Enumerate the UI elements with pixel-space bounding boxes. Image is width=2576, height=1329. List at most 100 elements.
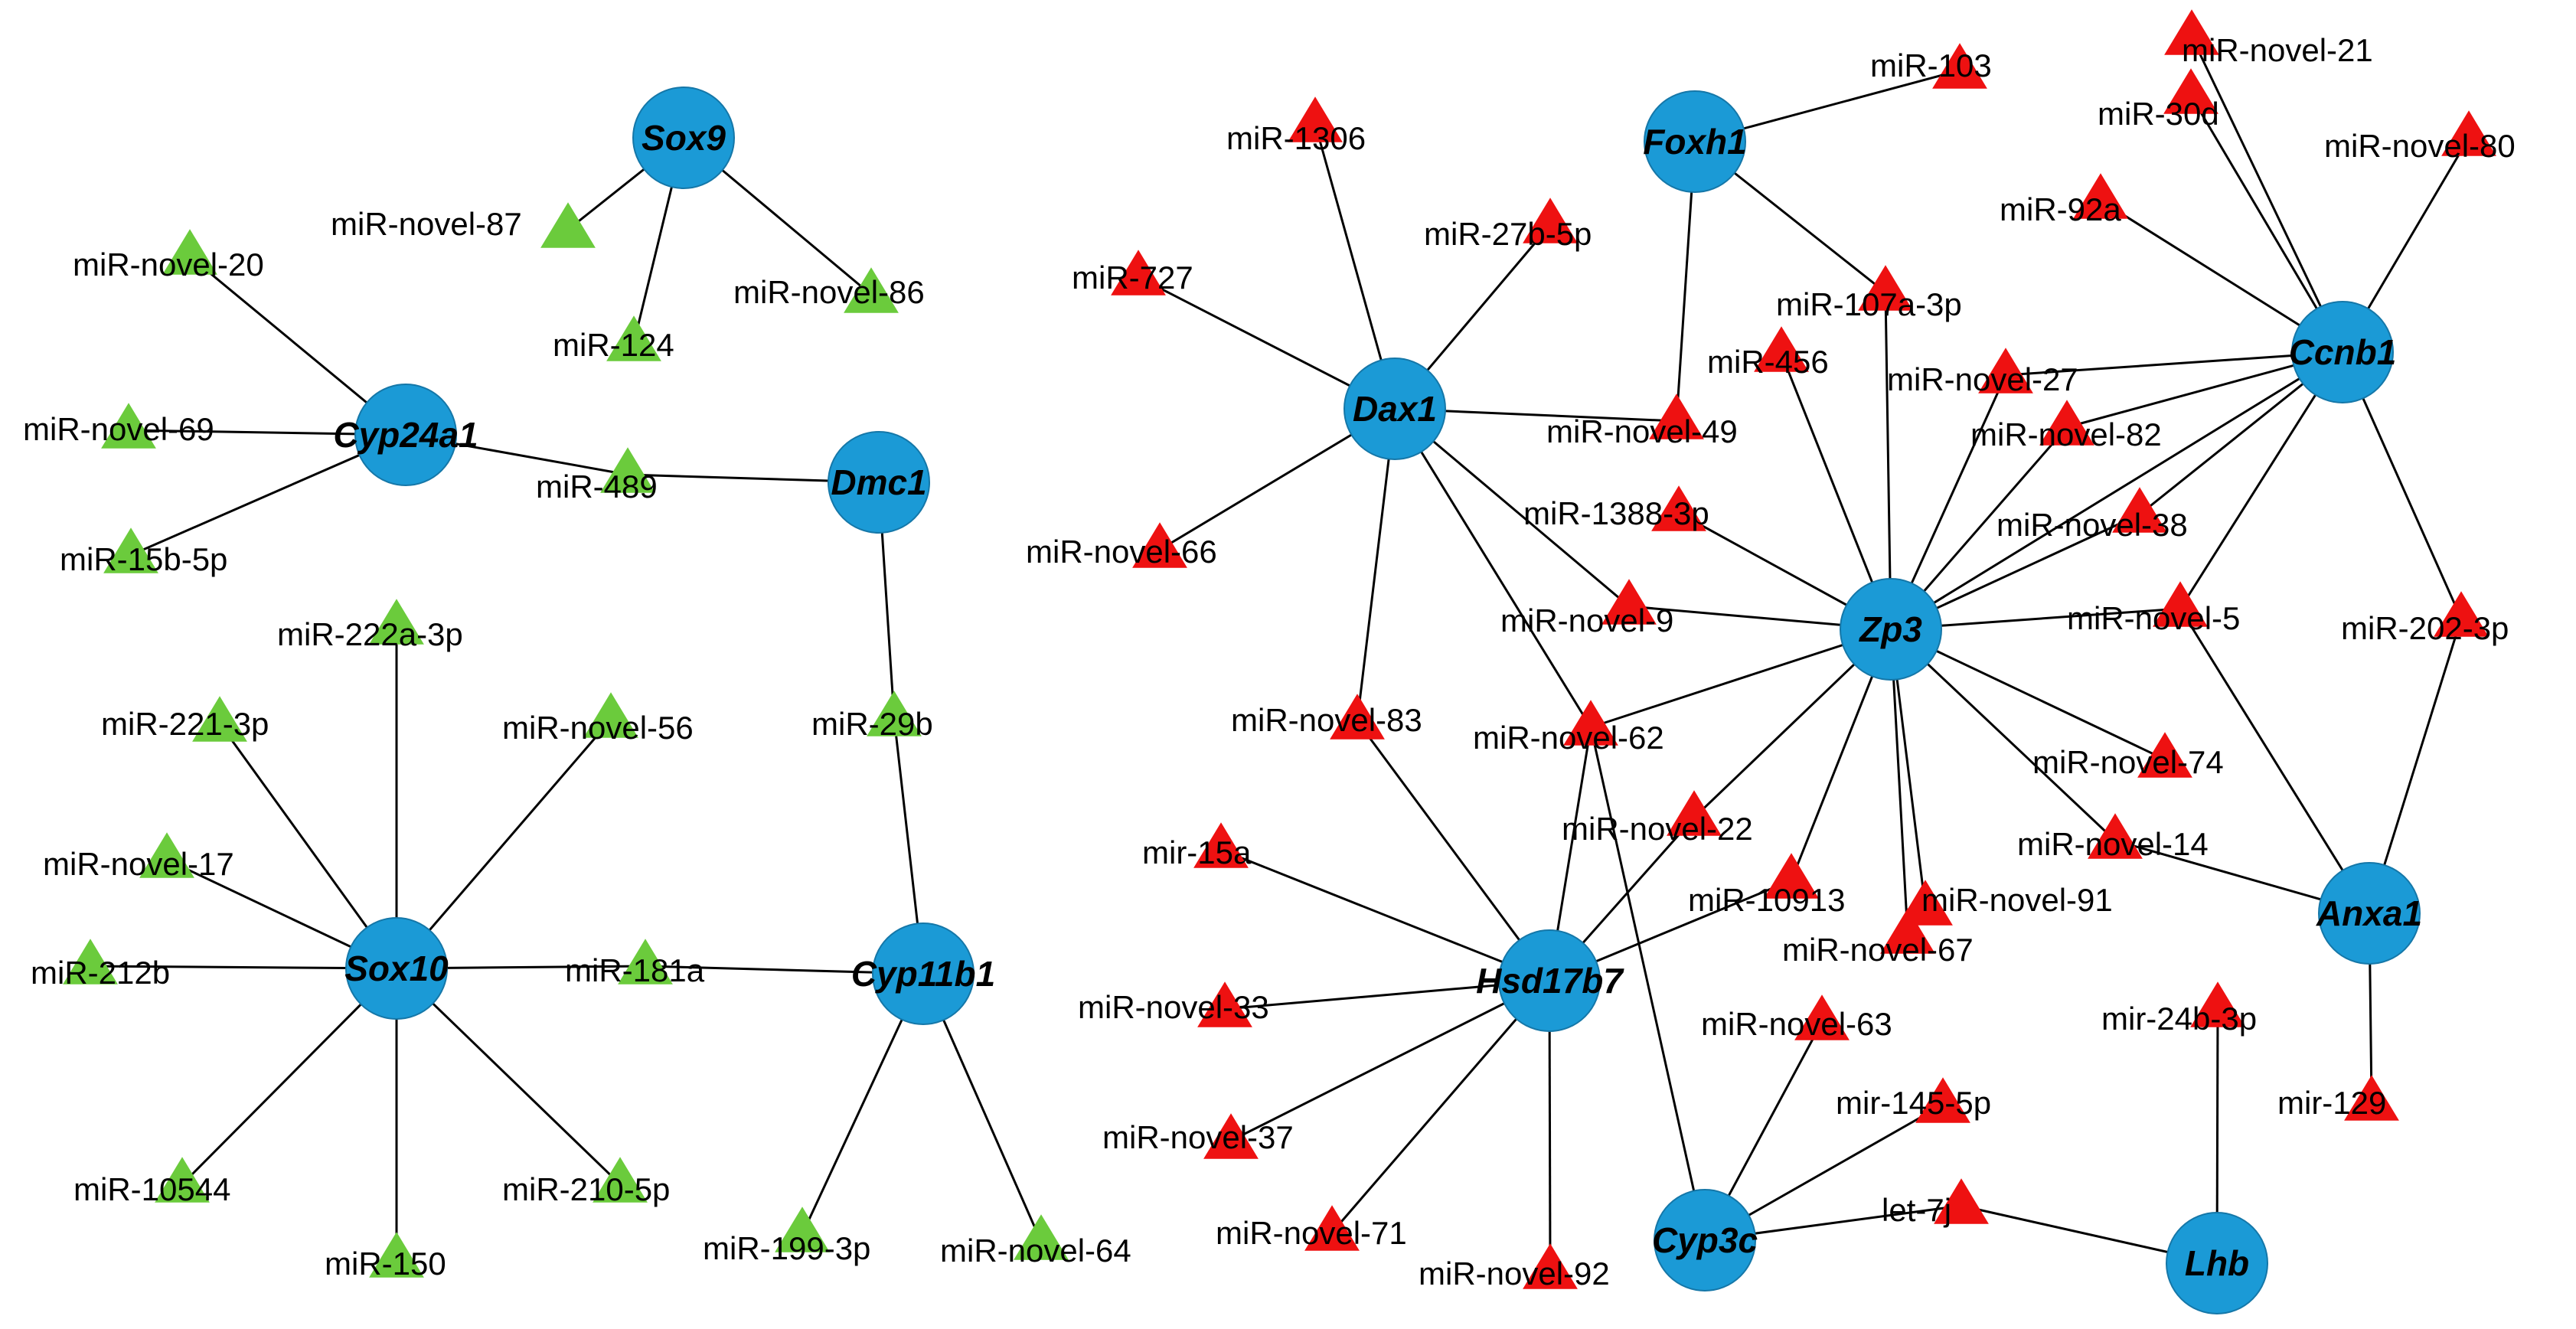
gene-node-cyp24a1 bbox=[354, 384, 457, 486]
edge-Hsd17b7-r_novel33 bbox=[1224, 979, 1550, 1011]
mirna-triangle-g_150 bbox=[369, 1232, 424, 1278]
gene-node-sox10 bbox=[345, 917, 448, 1020]
mirna-triangle-r_92a bbox=[2073, 173, 2128, 219]
mirna-triangle-r_202_3p bbox=[2434, 591, 2489, 637]
edge-Hsd17b7-r_novel71 bbox=[1330, 980, 1551, 1233]
mirna-label-r_novel27: miR-novel-27 bbox=[1887, 361, 2078, 397]
mirna-label-r_novel83: miR-novel-83 bbox=[1231, 702, 1422, 738]
gene-label-hsd17b7: Hsd17b7 bbox=[1476, 961, 1624, 1001]
mirna-triangle-r_novel82 bbox=[2039, 400, 2094, 446]
mirna-label-r_novel21: miR-novel-21 bbox=[2182, 32, 2373, 68]
mirna-triangle-r_novel37 bbox=[1203, 1113, 1259, 1159]
mirna-triangle-r_24b3p bbox=[2190, 981, 2245, 1027]
mirna-triangle-r_107a3p bbox=[1858, 265, 1913, 311]
mirna-triangle-r_15a bbox=[1193, 822, 1249, 868]
mirna-label-r_27b5p: miR-27b-5p bbox=[1424, 216, 1592, 252]
mirna-triangle-r_novel63 bbox=[1794, 994, 1850, 1040]
mirna-label-r_novel22: miR-novel-22 bbox=[1562, 811, 1753, 847]
gene-label-cyp11b1: Cyp11b1 bbox=[851, 954, 995, 994]
edge-Ccnb1-r_novel21 bbox=[2190, 36, 2344, 353]
mirna-triangle-g_124 bbox=[606, 315, 661, 361]
gene-node-dax1 bbox=[1344, 358, 1446, 460]
mirna-label-r_novel67: miR-novel-67 bbox=[1782, 932, 1974, 968]
mirna-label-g_novel20: miR-novel-20 bbox=[73, 247, 264, 282]
mirna-triangle-r_129 bbox=[2344, 1075, 2399, 1121]
gene-label-cyp3c: Cyp3c bbox=[1652, 1220, 1758, 1260]
mirna-label-g_novel64: miR-novel-64 bbox=[940, 1233, 1131, 1269]
gene-label-sox10: Sox10 bbox=[344, 949, 449, 988]
mirna-label-g_15b5p: miR-15b-5p bbox=[60, 541, 227, 577]
mirna-label-r_145_5p: mir-145-5p bbox=[1836, 1085, 1991, 1121]
edge-Ccnb1-r_novel27 bbox=[2005, 351, 2343, 377]
mirna-triangle-r_novel27 bbox=[1978, 348, 2033, 393]
mirna-triangle-g_novel17 bbox=[139, 832, 194, 878]
mirna-triangle-g_15b5p bbox=[103, 527, 158, 573]
gene-label-zp3: Zp3 bbox=[1858, 609, 1922, 649]
mirna-label-r_novel14: miR-novel-14 bbox=[2017, 826, 2209, 862]
mirna-label-r_novel66: miR-novel-66 bbox=[1026, 534, 1217, 570]
mirna-triangle-r_novel80 bbox=[2441, 110, 2496, 156]
mirna-label-r_novel63: miR-novel-63 bbox=[1701, 1006, 1892, 1042]
mirna-label-g_221_3p: miR-221-3p bbox=[101, 706, 269, 742]
mirna-label-r_30d: miR-30d bbox=[2098, 96, 2219, 132]
edge-Ccnb1-Zp3 bbox=[1890, 351, 2343, 631]
mirna-triangle-r_novel62 bbox=[1563, 700, 1618, 746]
gene-label-cyp24a1: Cyp24a1 bbox=[333, 415, 478, 455]
mirna-triangle-g_novel87 bbox=[540, 202, 596, 248]
mirna-label-g_novel69: miR-novel-69 bbox=[23, 411, 214, 447]
mirna-triangle-g_489 bbox=[600, 447, 655, 493]
mirna-label-r_novel62: miR-novel-62 bbox=[1473, 720, 1664, 756]
edge-Sox10-g_novel56 bbox=[395, 719, 612, 969]
mirna-triangle-r_novel49 bbox=[1649, 393, 1704, 439]
mirna-triangle-g_novel20 bbox=[162, 229, 217, 275]
mirna-triangle-r_456 bbox=[1754, 326, 1809, 372]
mirna-triangle-r_10913 bbox=[1764, 853, 1819, 899]
nodes-layer bbox=[63, 9, 2496, 1314]
mirna-triangle-r_novel5 bbox=[2153, 581, 2208, 627]
gene-node-anxa1 bbox=[2318, 862, 2421, 965]
mirna-label-r_10913: miR-10913 bbox=[1688, 882, 1845, 918]
gene-node-cyp3c bbox=[1654, 1189, 1756, 1291]
mirna-label-r_15a: mir-15a bbox=[1142, 834, 1252, 870]
mirna-label-r_novel49: miR-novel-49 bbox=[1546, 413, 1738, 449]
mirna-label-g_150: miR-150 bbox=[325, 1246, 446, 1282]
mirna-label-r_1388_3p: miR-1388-3p bbox=[1523, 495, 1709, 531]
mirna-label-r_novel91: miR-novel-91 bbox=[1921, 882, 2113, 918]
mirna-triangle-g_novel64 bbox=[1014, 1214, 1069, 1260]
mirna-triangle-g_221_3p bbox=[192, 696, 247, 742]
gene-label-foxh1: Foxh1 bbox=[1643, 122, 1746, 162]
mirna-triangle-r_novel9 bbox=[1601, 579, 1657, 625]
gene-node-ccnb1 bbox=[2291, 301, 2394, 403]
mirna-triangle-r_727 bbox=[1111, 250, 1166, 296]
gene-node-dmc1 bbox=[828, 431, 930, 534]
edge-Dax1-r_novel83 bbox=[1356, 408, 1396, 722]
mirna-label-r_24b3p: mir-24b-3p bbox=[2101, 1001, 2257, 1037]
mirna-triangle-g_novel56 bbox=[583, 692, 638, 738]
mirna-label-g_novel17: miR-novel-17 bbox=[43, 846, 234, 882]
edge-Hsd17b7-r_novel37 bbox=[1230, 979, 1550, 1142]
mirna-triangle-g_222a3p bbox=[369, 599, 424, 645]
gene-node-lhb bbox=[2166, 1212, 2268, 1314]
gene-label-lhb: Lhb bbox=[2185, 1243, 2249, 1283]
gene-label-anxa1: Anxa1 bbox=[2316, 893, 2422, 933]
mirna-triangle-g_29b bbox=[867, 691, 922, 736]
mirna-label-g_212b: miR-212b bbox=[31, 955, 170, 991]
mirna-label-g_181a: miR-181a bbox=[565, 952, 705, 988]
mirna-label-r_202_3p: miR-202-3p bbox=[2341, 610, 2509, 646]
mirna-triangle-g_210_5p bbox=[593, 1157, 648, 1203]
mirna-label-r_129: mir-129 bbox=[2277, 1085, 2386, 1121]
mirna-label-r_novel80: miR-novel-80 bbox=[2324, 128, 2516, 164]
mirna-triangle-r_novel83 bbox=[1330, 694, 1385, 740]
gene-node-zp3 bbox=[1840, 578, 1942, 681]
gene-node-hsd17b7 bbox=[1498, 929, 1601, 1032]
mirna-label-r_novel37: miR-novel-37 bbox=[1102, 1119, 1294, 1155]
edge-Anxa1-r_202_3p bbox=[2368, 618, 2463, 914]
mirna-triangle-r_novel21 bbox=[2164, 9, 2219, 55]
mirna-label-r_novel33: miR-novel-33 bbox=[1078, 989, 1269, 1025]
mirna-triangle-r_novel67 bbox=[1880, 908, 1935, 954]
mirna-label-g_210_5p: miR-210-5p bbox=[502, 1171, 670, 1207]
mirna-label-g_29b: miR-29b bbox=[811, 706, 933, 742]
mirna-triangle-r_novel22 bbox=[1667, 790, 1722, 836]
mirna-triangle-r_novel14 bbox=[2088, 813, 2143, 859]
edge-Hsd17b7-r_15a bbox=[1220, 848, 1550, 982]
